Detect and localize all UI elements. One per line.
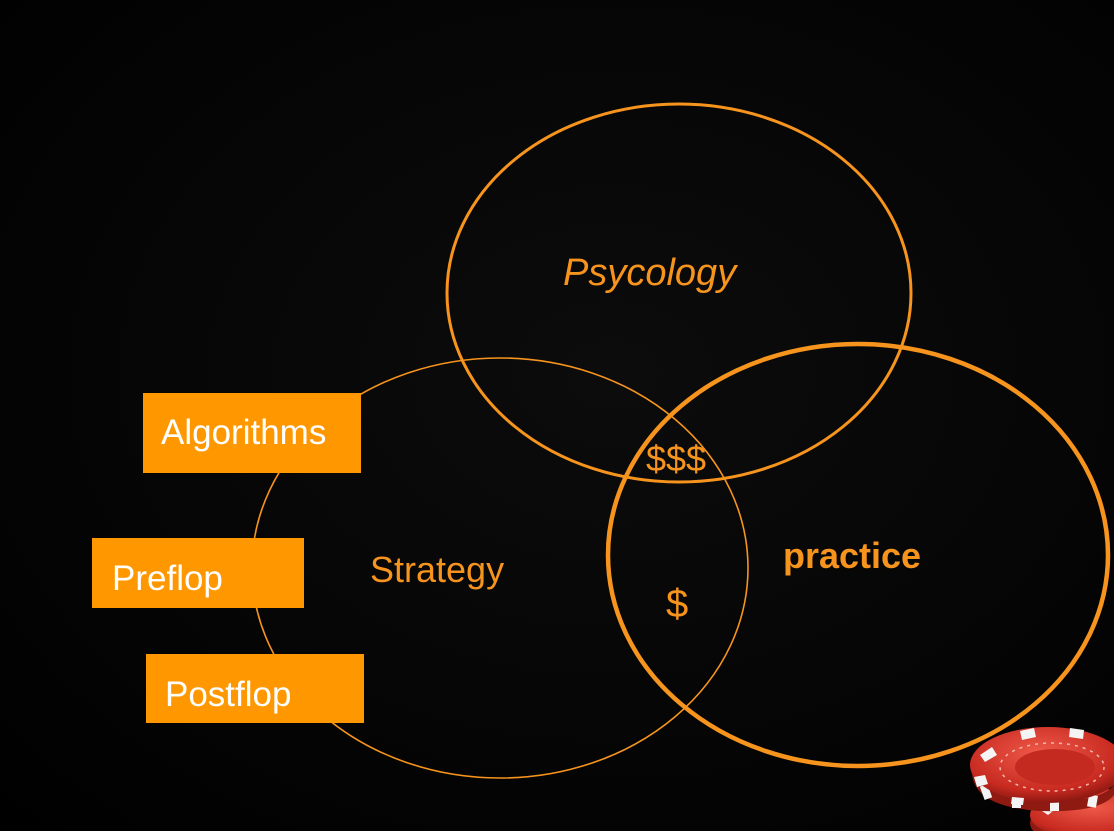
algorithms-tag-label: Algorithms [161, 413, 327, 452]
triple-intersection-label: $$$ [646, 438, 707, 479]
postflop-tag-label: Postflop [165, 674, 292, 714]
postflop-tag: Postflop [146, 654, 364, 723]
preflop-tag: Preflop [92, 538, 304, 608]
strategy-label: Strategy [370, 549, 505, 590]
poker-chips-icon [970, 727, 1114, 831]
preflop-tag-label: Preflop [112, 559, 223, 598]
practice-label: practice [783, 535, 922, 576]
psychology-label: Psycology [563, 252, 737, 294]
practice-circle [605, 341, 1111, 769]
psychology-circle [445, 102, 913, 484]
algorithms-tag: Algorithms [143, 393, 361, 473]
strategy-practice-intersection-label: $ [666, 582, 689, 626]
upper-chip [970, 727, 1114, 812]
